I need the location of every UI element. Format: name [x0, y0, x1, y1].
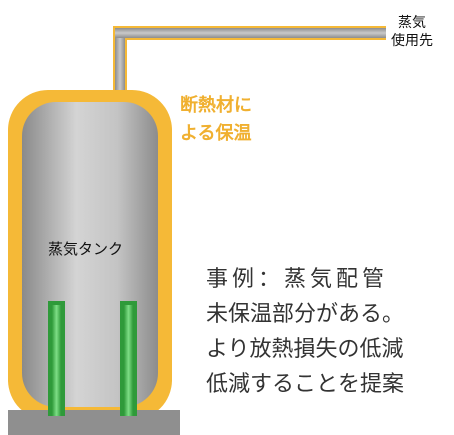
insulation-label: 断熱材に よる保温 — [180, 95, 252, 144]
uninsulated-green-pipe-right — [120, 301, 137, 416]
steam-tank-label: 蒸気タンク — [48, 240, 124, 258]
steam-destination-label: 蒸気 使用先 — [391, 15, 433, 49]
case-line-4: 低減することを提案 — [206, 372, 405, 397]
case-description: 事例：蒸気配管 未保温部分がある。 より放熱損失の低減 低減することを提案 — [206, 262, 454, 402]
floor-base — [8, 410, 180, 435]
case-line-1: 事例：蒸気配管 — [206, 267, 389, 292]
insulated-pipe — [113, 26, 386, 113]
case-line-3: より放熱損失の低減 — [206, 337, 404, 362]
uninsulated-green-pipe-left — [48, 301, 65, 416]
case-line-2: 未保温部分がある。 — [206, 302, 405, 327]
